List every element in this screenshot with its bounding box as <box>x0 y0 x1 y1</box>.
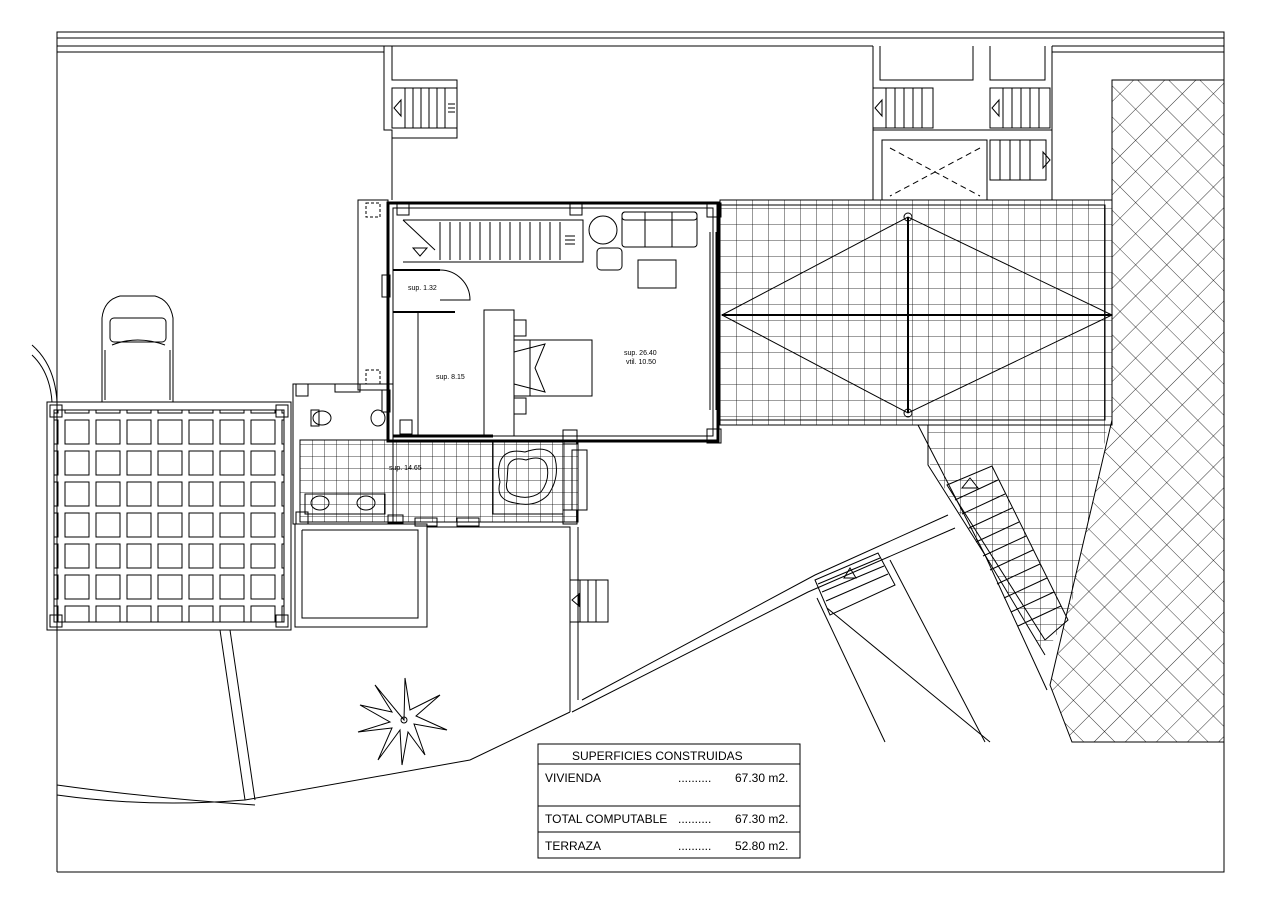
room-label-bedroom: sup. 26.40 <box>624 350 657 357</box>
room-label-dressing: sup. 8.15 <box>436 374 465 381</box>
table-row-dots: .......... <box>678 839 711 853</box>
table-row-label: VIVIENDA <box>545 771 601 785</box>
diagonal-stair <box>946 465 1069 641</box>
table-title: SUPERFICIES CONSTRUIDAS <box>572 749 743 763</box>
terrace <box>719 199 1114 426</box>
parking-grid <box>46 401 292 631</box>
table-row-dots: .......... <box>678 812 711 826</box>
room-label-bedroom-util: vtil. 10.50 <box>626 359 656 366</box>
table-row-value: 67.30 m2. <box>735 771 788 785</box>
table-row-label: TOTAL COMPUTABLE <box>545 812 667 826</box>
table-row-value: 67.30 m2. <box>735 812 788 826</box>
room-labels: sup. 1.32 sup. 8.15 sup. 26.40 vtil. 10.… <box>389 285 657 472</box>
patio <box>294 523 609 712</box>
surface-table: SUPERFICIES CONSTRUIDAS VIVIENDA .......… <box>537 743 801 859</box>
plot-boundary <box>56 31 1225 873</box>
table-row-label: TERRAZA <box>545 839 601 853</box>
palm-tree-icon <box>357 677 448 766</box>
table-row-value: 52.80 m2. <box>735 839 788 853</box>
stair-top-left <box>383 46 458 200</box>
room-label-storage: sup. 1.32 <box>408 285 437 292</box>
stair-top-right <box>872 46 1053 201</box>
diagonal-paths <box>571 514 991 743</box>
interior-stair <box>402 219 584 263</box>
bathroom <box>292 383 588 527</box>
sofa-and-furniture <box>513 211 717 415</box>
car-icon <box>101 295 174 402</box>
site-edges <box>31 344 571 806</box>
room-label-bathroom: sup. 14.65 <box>389 465 422 472</box>
table-row-dots: .......... <box>678 771 711 785</box>
